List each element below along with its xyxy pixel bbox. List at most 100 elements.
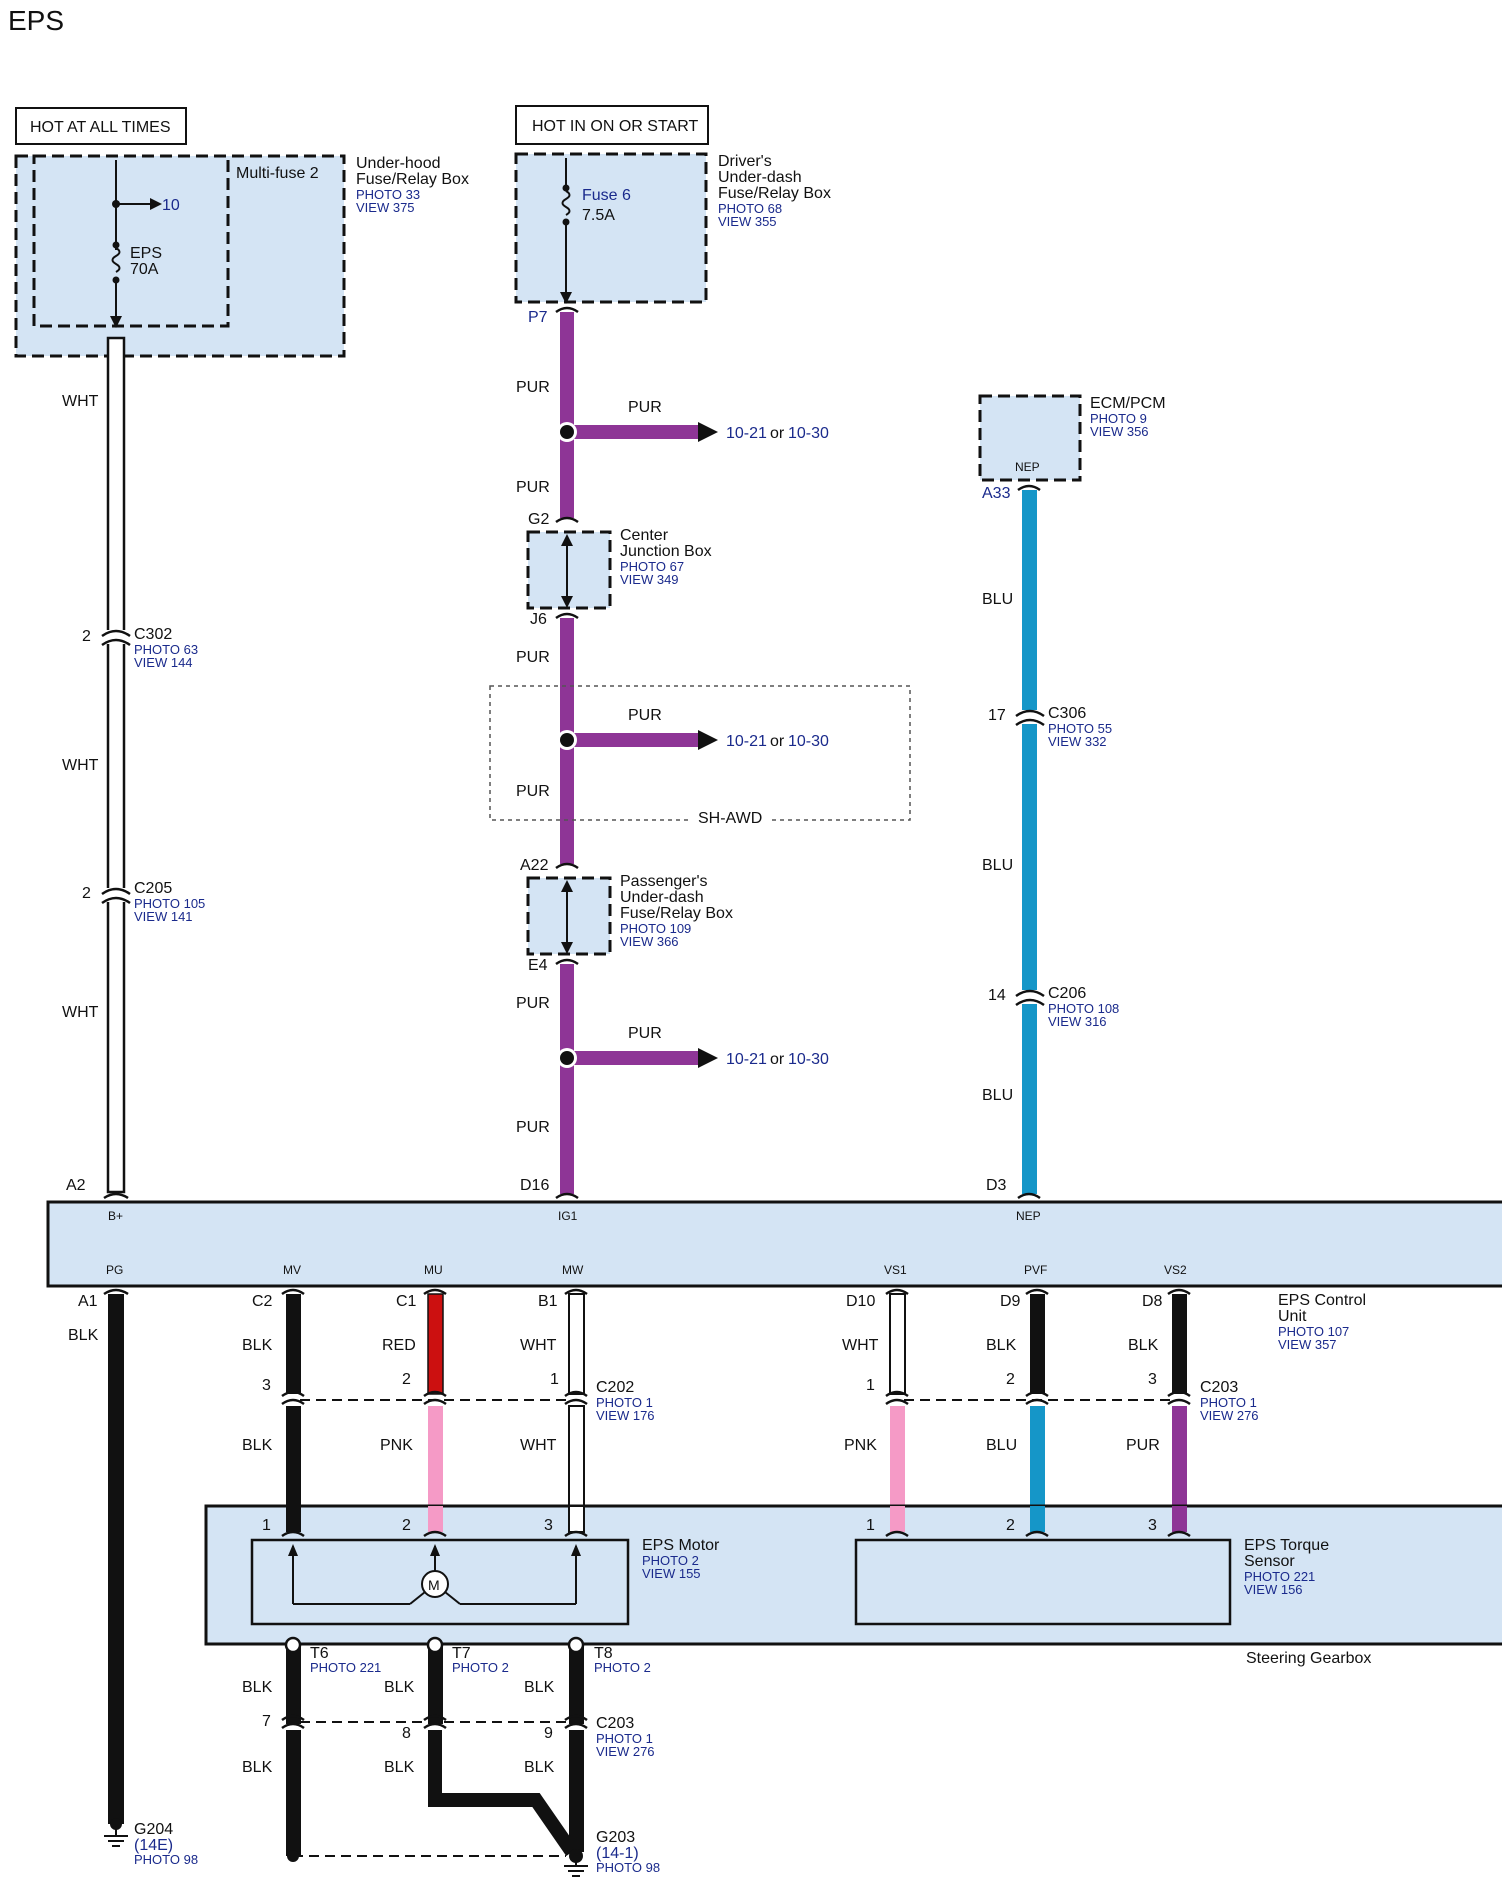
c306-view-link[interactable]: VIEW 332 bbox=[1048, 734, 1107, 749]
passenger-box-photo-link[interactable]: PHOTO 109 bbox=[620, 921, 691, 936]
c202-photo-link[interactable]: PHOTO 1 bbox=[596, 1395, 653, 1410]
splice-2-or: or bbox=[770, 733, 785, 750]
c202-pin-2: 2 bbox=[402, 1371, 411, 1388]
torque-sensor-name-2: Sensor bbox=[1244, 1553, 1295, 1570]
wire-color-pur-2: PUR bbox=[516, 479, 550, 496]
c205-view-link[interactable]: VIEW 141 bbox=[134, 909, 193, 924]
c203-top-pin-1: 1 bbox=[866, 1377, 875, 1394]
sh-awd-label: SH-AWD bbox=[698, 810, 762, 827]
c306-photo-link[interactable]: PHOTO 55 bbox=[1048, 721, 1112, 736]
pnk-wire-vs1 bbox=[890, 1406, 905, 1530]
terminal-t6-photo-link[interactable]: PHOTO 221 bbox=[310, 1660, 381, 1675]
eps-unit-photo-link[interactable]: PHOTO 107 bbox=[1278, 1324, 1349, 1339]
c203-bottom-view-link[interactable]: VIEW 276 bbox=[596, 1744, 655, 1759]
ecm-name: ECM/PCM bbox=[1090, 395, 1166, 412]
eps-motor-name: EPS Motor bbox=[642, 1537, 720, 1554]
fuse-icon bbox=[111, 247, 121, 273]
c203-top-view-link[interactable]: VIEW 276 bbox=[1200, 1408, 1259, 1423]
c202-view-link[interactable]: VIEW 176 bbox=[596, 1408, 655, 1423]
eps-unit-pin-c1: C1 bbox=[396, 1293, 417, 1310]
splice-2-ref-b[interactable]: 10-30 bbox=[788, 733, 829, 750]
driver-underdash-fuse-box bbox=[514, 152, 708, 304]
c302-photo-link[interactable]: PHOTO 63 bbox=[134, 642, 198, 657]
splice-3-ref-b[interactable]: 10-30 bbox=[788, 1051, 829, 1068]
c203-bottom-photo-link[interactable]: PHOTO 1 bbox=[596, 1731, 653, 1746]
splice-1-or: or bbox=[770, 425, 785, 442]
eps-unit-pin-c2: C2 bbox=[252, 1293, 273, 1310]
pur-wire-segment-1 bbox=[560, 312, 574, 518]
wire-color-blk-pvf: BLK bbox=[986, 1337, 1017, 1354]
c206-view-link[interactable]: VIEW 316 bbox=[1048, 1014, 1107, 1029]
torque-sensor-photo-link[interactable]: PHOTO 221 bbox=[1244, 1569, 1315, 1584]
splice-2-ref-a[interactable]: 10-21 bbox=[726, 733, 767, 750]
terminal-t6-icon bbox=[284, 1636, 302, 1654]
fuse-6-icon bbox=[561, 190, 571, 216]
pur-wire-vs2 bbox=[1172, 1406, 1187, 1530]
c203-top-photo-link[interactable]: PHOTO 1 bbox=[1200, 1395, 1257, 1410]
ground-g203-ref[interactable]: (14-1) bbox=[596, 1845, 639, 1862]
c302-view-link[interactable]: VIEW 144 bbox=[134, 655, 193, 670]
diagram-title: EPS bbox=[8, 5, 64, 36]
blk-wire-t7 bbox=[428, 1644, 443, 1724]
wire-color-wht-2: WHT bbox=[62, 757, 99, 774]
ground-g204-photo-link[interactable]: PHOTO 98 bbox=[134, 1852, 198, 1867]
wire-color-pur-vs2: PUR bbox=[1126, 1437, 1160, 1454]
wire-color-wht-mw: WHT bbox=[520, 1337, 557, 1354]
ecm-view-link[interactable]: VIEW 356 bbox=[1090, 424, 1149, 439]
terminal-t7-photo-link[interactable]: PHOTO 2 bbox=[452, 1660, 509, 1675]
blk-wire-t7-lower bbox=[428, 1730, 578, 1856]
ground-g203-photo-link[interactable]: PHOTO 98 bbox=[596, 1860, 660, 1875]
torque-sensor-view-link[interactable]: VIEW 156 bbox=[1244, 1582, 1303, 1597]
wire-color-blu-1: BLU bbox=[982, 591, 1013, 608]
ecm-photo-link[interactable]: PHOTO 9 bbox=[1090, 411, 1147, 426]
c206-photo-link[interactable]: PHOTO 108 bbox=[1048, 1001, 1119, 1016]
c202-pin-1: 1 bbox=[550, 1371, 559, 1388]
wht-wire-mw-upper bbox=[568, 1293, 585, 1395]
underhood-box-view-link[interactable]: VIEW 375 bbox=[356, 200, 415, 215]
c206-pin: 14 bbox=[988, 987, 1006, 1004]
c306-pin: 17 bbox=[988, 707, 1006, 724]
eps-motor-box bbox=[250, 1538, 630, 1626]
wire-color-pur-1: PUR bbox=[516, 379, 550, 396]
c202-name: C202 bbox=[596, 1379, 634, 1396]
c205-photo-link[interactable]: PHOTO 105 bbox=[134, 896, 205, 911]
eps-unit-name-2: Unit bbox=[1278, 1308, 1307, 1325]
eps-fuse-name: EPS bbox=[130, 245, 162, 262]
terminal-t8-icon bbox=[567, 1636, 585, 1654]
underhood-arrow-ref: 10 bbox=[162, 197, 180, 214]
underhood-box-name-2: Fuse/Relay Box bbox=[356, 171, 469, 188]
center-box-view-link[interactable]: VIEW 349 bbox=[620, 572, 679, 587]
multifuse-label: Multi-fuse 2 bbox=[236, 165, 319, 182]
underhood-box-name-1: Under-hood bbox=[356, 155, 441, 172]
underhood-box-photo-link[interactable]: PHOTO 33 bbox=[356, 187, 420, 202]
terminal-t8-name: T8 bbox=[594, 1645, 613, 1662]
terminal-t8-photo-link[interactable]: PHOTO 2 bbox=[594, 1660, 651, 1675]
ground-g204-name: G204 bbox=[134, 1821, 173, 1838]
ground-g204-ref[interactable]: (14E) bbox=[134, 1837, 173, 1854]
center-box-photo-link[interactable]: PHOTO 67 bbox=[620, 559, 684, 574]
passenger-box-view-link[interactable]: VIEW 366 bbox=[620, 934, 679, 949]
blu-wire-nep bbox=[1022, 490, 1037, 1194]
eps-unit-term-mw: MW bbox=[562, 1263, 584, 1277]
eps-control-unit-box bbox=[46, 1200, 1502, 1288]
driver-box-photo-link[interactable]: PHOTO 68 bbox=[718, 201, 782, 216]
eps-unit-pin-d16: D16 bbox=[520, 1177, 549, 1194]
terminal-t7-icon bbox=[426, 1636, 444, 1654]
eps-unit-view-link[interactable]: VIEW 357 bbox=[1278, 1337, 1337, 1352]
torque-sensor-name-1: EPS Torque bbox=[1244, 1537, 1329, 1554]
eps-motor-photo-link[interactable]: PHOTO 2 bbox=[642, 1553, 699, 1568]
eps-unit-term-vs1: VS1 bbox=[884, 1263, 907, 1277]
wire-color-pur-6: PUR bbox=[516, 1119, 550, 1136]
eps-motor-view-link[interactable]: VIEW 155 bbox=[642, 1566, 701, 1581]
torque-sensor-pin-1: 1 bbox=[866, 1517, 875, 1534]
eps-unit-pin-d8: D8 bbox=[1142, 1293, 1163, 1310]
connector-c205 bbox=[100, 887, 132, 905]
splice-1-ref-a[interactable]: 10-21 bbox=[726, 425, 767, 442]
c203-top-name: C203 bbox=[1200, 1379, 1238, 1396]
splice-3-ref-a[interactable]: 10-21 bbox=[726, 1051, 767, 1068]
splice-1-ref-b[interactable]: 10-30 bbox=[788, 425, 829, 442]
driver-box-view-link[interactable]: VIEW 355 bbox=[718, 214, 777, 229]
hot-in-on-or-start-label-box bbox=[515, 105, 709, 145]
connector-c302 bbox=[100, 629, 132, 647]
passenger-box-name-2: Under-dash bbox=[620, 889, 704, 906]
